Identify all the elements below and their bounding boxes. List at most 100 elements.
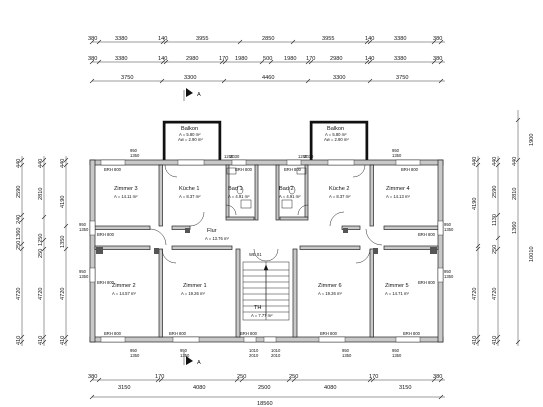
brh-bot-2: BRH 800 [169, 331, 187, 336]
dimension-tick [286, 377, 292, 383]
balcony-right-name: Balkon [327, 126, 344, 132]
dim-bot-0: 380 [88, 374, 97, 380]
dim-right2-4: 4720 [492, 288, 498, 300]
dim-left-extra-2: 250 [38, 249, 44, 258]
win-950-c: 950 [79, 222, 87, 227]
dimension-tick [19, 162, 25, 168]
room-zimmer-3-name: Zimmer 3 [114, 186, 138, 192]
dimension-tick [89, 39, 95, 45]
dimension-tick [19, 334, 25, 340]
dimension-tick [438, 78, 444, 84]
dimension-tick [291, 377, 297, 383]
balcony-right-area: A = 5.80 m² [325, 132, 347, 137]
room-flur-name: Flur [207, 228, 217, 234]
dimension-tick [234, 377, 240, 383]
brh-bot-1: BRH 800 [104, 331, 122, 336]
dim-bot-total: 18560 [257, 401, 273, 407]
dim-bot-8: 170 [369, 374, 378, 380]
dim-top3-0: 3750 [121, 75, 133, 81]
brh-top-2: BRH 800 [235, 167, 253, 172]
dimension-tick [160, 59, 166, 65]
dim-top1-8: 380 [433, 36, 442, 42]
win-950-g: 950 [130, 348, 138, 353]
dimension-tick [367, 59, 373, 65]
dim-left1-2: 250 [16, 241, 22, 250]
dimension-tick [475, 157, 481, 163]
room-zimmer-1-name: Zimmer 1 [183, 283, 207, 289]
dim-top2-10: 140 [365, 56, 374, 62]
room-zimmer-6-name: Zimmer 6 [318, 283, 342, 289]
dimension-tick [159, 78, 165, 84]
dimension-tick [475, 243, 481, 249]
brh-side-2: BRH 800 [97, 280, 115, 285]
win-1350-g: 1350 [130, 353, 140, 358]
dim-top2-6: 500 [263, 56, 272, 62]
dim-left2-4: 410 [38, 336, 44, 345]
dimension-tick [495, 157, 501, 163]
dim-top1-5: 3955 [322, 36, 334, 42]
dimension-tick [96, 59, 102, 65]
dim-left1-3: 4720 [16, 288, 22, 300]
dim-top3-2: 4460 [262, 75, 274, 81]
room-zimmer-4-name: Zimmer 4 [386, 186, 410, 192]
top-dimension-chains: 380 3380 140 3955 2850 3955 140 3380 380… [88, 36, 445, 84]
dim-right2-1: 2590 [492, 186, 498, 198]
section-marker-top-label: A [197, 92, 201, 98]
win-1350-j: 1350 [392, 353, 402, 358]
dimension-tick [163, 39, 169, 45]
bottom-dimension-chains: 380 3150 170 4080 250 2500 250 4080 170 … [88, 374, 445, 407]
room-kueche-2-area: A = 8.37 m² [329, 194, 351, 199]
dimension-tick [41, 214, 47, 220]
room-zimmer-2-name: Zimmer 2 [112, 283, 136, 289]
we-label: WE 01 [249, 252, 262, 257]
dimension-tick [19, 339, 25, 345]
dim-left-extra-0: 240 [16, 215, 22, 224]
win-1350-e: 1350 [444, 227, 454, 232]
win-950-a: 950 [130, 148, 138, 153]
dim-right-10010: 10010 [529, 246, 535, 262]
dim-top1-4: 2850 [262, 36, 274, 42]
room-kueche-2-name: Küche 2 [329, 186, 350, 192]
dimension-tick [19, 241, 25, 247]
dim-top3-4: 3750 [396, 75, 408, 81]
dimension-tick [41, 237, 47, 243]
dimension-tick [237, 39, 243, 45]
room-zimmer-5-name: Zimmer 5 [385, 283, 409, 289]
dimension-tick [239, 377, 245, 383]
dim-top2-2: 140 [158, 56, 167, 62]
dimension-tick [438, 377, 444, 383]
room-zimmer-3-area: A = 14.11 m² [114, 194, 138, 199]
room-labels: Zimmer 3 A = 14.11 m² Küche 1 A = 8.37 m… [112, 126, 410, 318]
dim-top2-7: 1980 [284, 56, 296, 62]
dim-right-top: 1900 [529, 134, 535, 146]
dimension-tick [96, 377, 102, 383]
dimension-tick [89, 377, 95, 383]
dimension-tick [63, 157, 69, 163]
dim-bot-5: 2500 [258, 385, 270, 391]
dim-right2-3: 250 [492, 245, 498, 254]
brh-bot-4: BRH 800 [320, 331, 338, 336]
window-size-labels: 950 1350 950 1350 950 1350 950 1350 950 … [79, 148, 454, 358]
dim-right3-1: 2810 [512, 188, 518, 200]
door-1010-a: 1010 [249, 348, 259, 353]
dimension-tick [305, 59, 311, 65]
dim-top3-1: 3300 [184, 75, 196, 81]
dimension-tick [259, 59, 265, 65]
dim-top2-0: 380 [88, 56, 97, 62]
dim-top1-6: 140 [365, 36, 374, 42]
dimension-tick [438, 394, 444, 400]
dimension-tick [219, 59, 225, 65]
dim-left1-4: 410 [16, 336, 22, 345]
dimension-tick [19, 217, 25, 223]
dim-bot-1: 3150 [118, 385, 130, 391]
dim-left-extra-1: 1360 [16, 228, 22, 240]
dimension-tick [475, 334, 481, 340]
dimension-tick [63, 334, 69, 340]
balcony-left-name: Balkon [181, 126, 198, 132]
shafts [96, 228, 437, 254]
dim-top2-11: 3380 [394, 56, 406, 62]
room-zimmer-2-area: A = 14.57 m² [112, 291, 136, 296]
dim-top1-2: 140 [158, 36, 167, 42]
win-950-e: 950 [444, 222, 452, 227]
